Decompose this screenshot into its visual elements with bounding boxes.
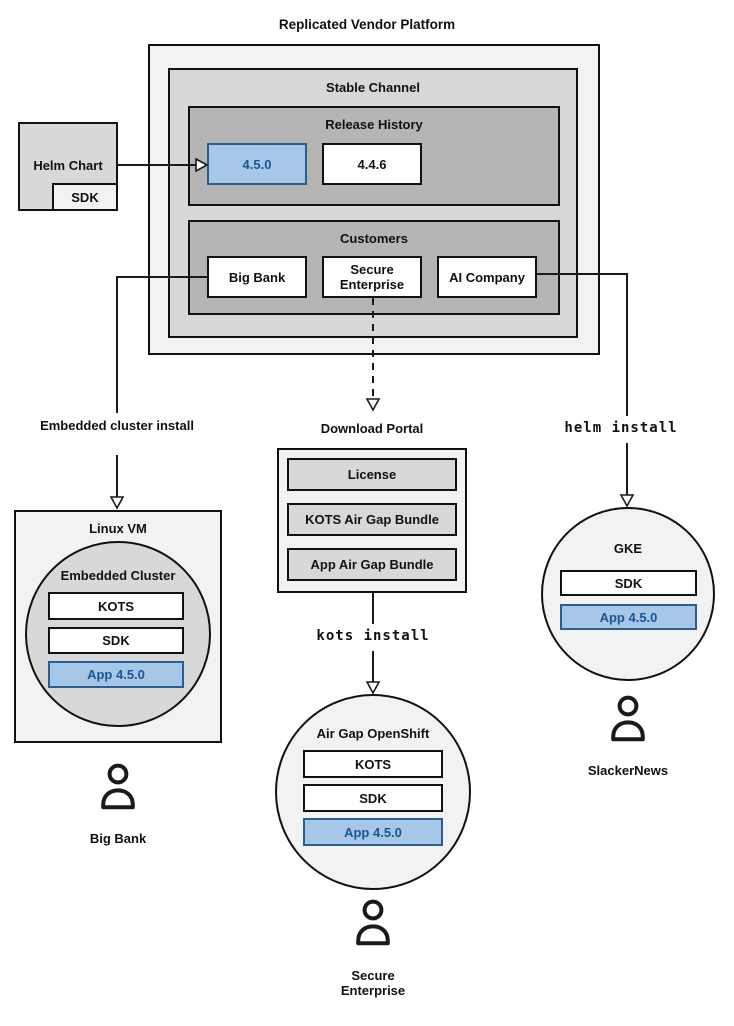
person-icon — [101, 763, 135, 810]
persona-big-bank-label: Big Bank — [89, 831, 147, 846]
edge-label-helm-install: helm install — [564, 420, 678, 436]
persona-secure-enterprise-label: Secure Enterprise — [340, 968, 406, 998]
edge-label-embedded-install: Embedded cluster install — [40, 418, 194, 433]
gke-app-box: App 4.5.0 — [560, 604, 697, 630]
customers-label: Customers — [340, 231, 408, 246]
portal-kots-bundle-box: KOTS Air Gap Bundle — [287, 503, 457, 536]
embedded-app-box: App 4.5.0 — [48, 661, 184, 688]
arrowhead-down-airgap — [365, 681, 381, 695]
airgap-openshift-label: Air Gap OpenShift — [316, 726, 430, 741]
customer-secure-enterprise: Secure Enterprise — [322, 256, 422, 298]
release-4-5-0: 4.5.0 — [207, 143, 307, 185]
arrowhead-down-linux-vm — [109, 496, 125, 510]
persona-slackernews-label: SlackerNews — [587, 763, 669, 778]
person-icon — [356, 899, 390, 946]
edge-label-kots-install: kots install — [316, 628, 430, 644]
embedded-kots-box: KOTS — [48, 592, 184, 620]
gke-sdk-box: SDK — [560, 570, 697, 596]
download-portal-label: Download Portal — [320, 421, 424, 436]
gke-label: GKE — [613, 541, 643, 556]
release-history-label: Release History — [325, 117, 423, 132]
embedded-sdk-box: SDK — [48, 627, 184, 654]
release-4-4-6: 4.4.6 — [322, 143, 422, 185]
portal-license-box: License — [287, 458, 457, 491]
diagram-title: Replicated Vendor Platform — [278, 17, 456, 32]
linux-vm-label: Linux VM — [89, 521, 147, 536]
helm-chart-label: Helm Chart — [33, 158, 103, 173]
stable-channel-label: Stable Channel — [326, 80, 420, 95]
customer-ai-company: AI Company — [437, 256, 537, 298]
airgap-app-box: App 4.5.0 — [303, 818, 443, 846]
arrowhead-down-gke — [619, 494, 635, 508]
helm-chart-sdk-box: SDK — [52, 183, 118, 211]
person-icon — [611, 695, 645, 742]
arrowhead-down-portal — [365, 398, 381, 412]
airgap-kots-box: KOTS — [303, 750, 443, 778]
customer-big-bank: Big Bank — [207, 256, 307, 298]
airgap-sdk-box: SDK — [303, 784, 443, 812]
embedded-cluster-label: Embedded Cluster — [60, 568, 176, 583]
portal-app-bundle-box: App Air Gap Bundle — [287, 548, 457, 581]
